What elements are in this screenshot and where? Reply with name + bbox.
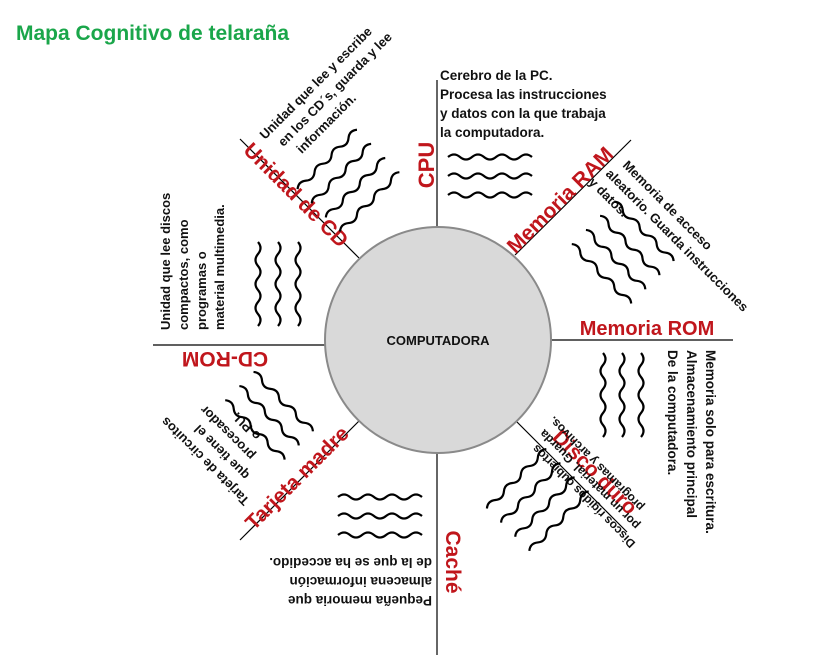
disco-line-3: programas y archivos.: [546, 414, 646, 514]
cpu-line-1: Cerebro de la PC.: [440, 68, 553, 83]
description-cdrom: Unidad que lee discos compactos, como pr…: [158, 193, 227, 330]
branch-cd: Unidad de CD Unidad que lee y escribe en…: [239, 24, 403, 253]
waves-cdrom: [254, 240, 302, 328]
description-ram: Memoria de acceso aleatorio. Guarda inst…: [586, 158, 752, 315]
cache-line-1: Pequeña memoria que: [287, 593, 432, 608]
label-rom: Memoria ROM: [580, 318, 714, 340]
center-circle: [324, 226, 552, 454]
cpu-line-2: Procesa las instrucciones: [440, 87, 607, 102]
label-cache: Caché: [441, 530, 464, 593]
cdrom-line-1: Unidad que lee discos: [158, 193, 173, 330]
description-cd: Unidad que lee y escribe en los CD´s, gu…: [257, 24, 395, 157]
cd-line-2: en los CD´s, guarda y lee: [275, 29, 395, 149]
branch-cpu: CPU Cerebro de la PC. Procesa las instru…: [414, 68, 607, 199]
description-rom: Memoria solo para escritura. Almacenamie…: [665, 350, 718, 534]
cdrom-line-3: programas o: [194, 251, 209, 330]
disco-line-2: por un material. Guarda: [537, 427, 643, 533]
spoke-disco: [512, 417, 628, 533]
branch-disco: Disco duro Discos rígidos cubiertos por …: [484, 414, 647, 554]
cdrom-line-2: compactos, como: [176, 219, 191, 330]
waves-cpu: [446, 153, 534, 199]
spoke-cd: [239, 138, 360, 259]
label-cd: Unidad de CD: [239, 139, 353, 253]
cache-line-3: de la que se ha accedido.: [269, 555, 432, 570]
diagram-title: Mapa Cognitivo de telaraña: [16, 22, 290, 45]
center-label: COMPUTADORA: [386, 333, 490, 348]
description-cache: Pequeña memoria que almacena información…: [269, 555, 432, 608]
label-ram: Memoria RAM: [503, 143, 618, 258]
branch-madre: Tarjeta madre Tarjeta de circuitos que t…: [158, 369, 354, 535]
branch-cache: Caché Pequeña memoria que almacena infor…: [269, 493, 464, 608]
cdrom-line-4: material multimedia.: [212, 204, 227, 330]
label-cpu: CPU: [414, 142, 439, 188]
spokes: [153, 80, 733, 655]
spoke-madre: [239, 417, 363, 541]
label-cdrom: CD-ROM: [182, 347, 268, 370]
rom-line-1: Memoria solo para escritura.: [703, 350, 718, 534]
rom-line-2: Almacenamiento principal: [684, 350, 699, 518]
rom-line-3: De la computadora.: [665, 350, 680, 475]
description-cpu: Cerebro de la PC. Procesa las instruccio…: [440, 68, 607, 140]
branch-rom: Memoria ROM Memoria solo para escritura.…: [580, 318, 718, 534]
waves-rom: [599, 351, 645, 439]
branch-cdrom: CD-ROM Unidad que lee discos compactos, …: [158, 193, 302, 370]
description-disco: Discos rígidos cubiertos por un material…: [529, 414, 647, 551]
spoke-ram: [514, 139, 632, 256]
waves-cache: [336, 493, 424, 539]
cache-line-2: almacena información: [289, 574, 432, 589]
cpu-line-3: y datos con la que trabaja: [440, 106, 606, 121]
cpu-line-4: la computadora.: [440, 125, 544, 140]
